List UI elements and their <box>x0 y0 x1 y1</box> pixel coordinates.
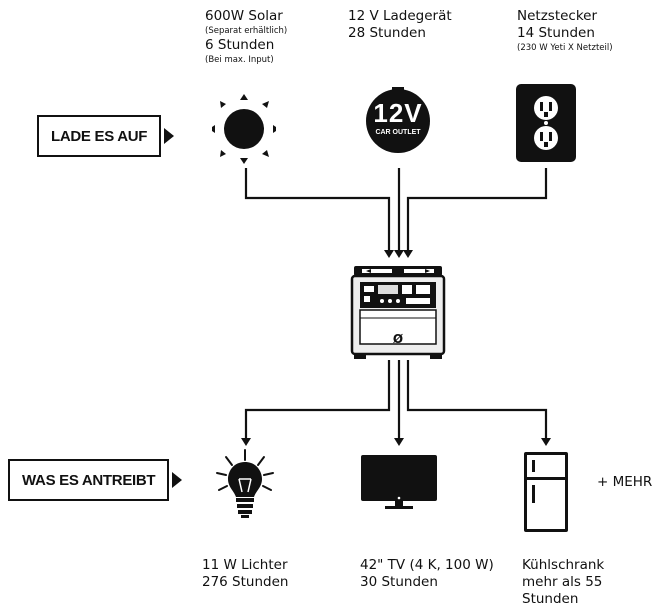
car-outlet-icon: 12V CAR OUTLET <box>364 87 432 155</box>
power-station-icon: Ø <box>348 262 448 360</box>
tv-label: 42" TV (4 K, 100 W) 30 Stunden <box>360 557 494 591</box>
fridge-label: Kühlschrank mehr als 55 Stunden <box>522 557 604 608</box>
more-label: + MEHR <box>597 474 652 491</box>
lights-label: 11 W Lichter 276 Stunden <box>202 557 288 591</box>
fridge-title: Kühlschrank <box>522 557 604 574</box>
power-station-logo: Ø <box>348 332 448 346</box>
lights-title: 11 W Lichter <box>202 557 288 574</box>
car-outlet-subtext: CAR OUTLET <box>364 129 432 136</box>
sun-icon <box>212 94 276 164</box>
tv-hours: 30 Stunden <box>360 574 494 591</box>
car-outlet-text: 12V <box>364 99 432 127</box>
fridge-more-than: mehr als 55 <box>522 574 604 591</box>
fridge-icon <box>524 452 568 532</box>
tv-icon <box>361 455 437 511</box>
fridge-hours: Stunden <box>522 591 604 608</box>
light-bulb-icon <box>212 448 278 520</box>
tv-title: 42" TV (4 K, 100 W) <box>360 557 494 574</box>
lights-hours: 276 Stunden <box>202 574 288 591</box>
wall-outlet-icon <box>516 84 576 162</box>
